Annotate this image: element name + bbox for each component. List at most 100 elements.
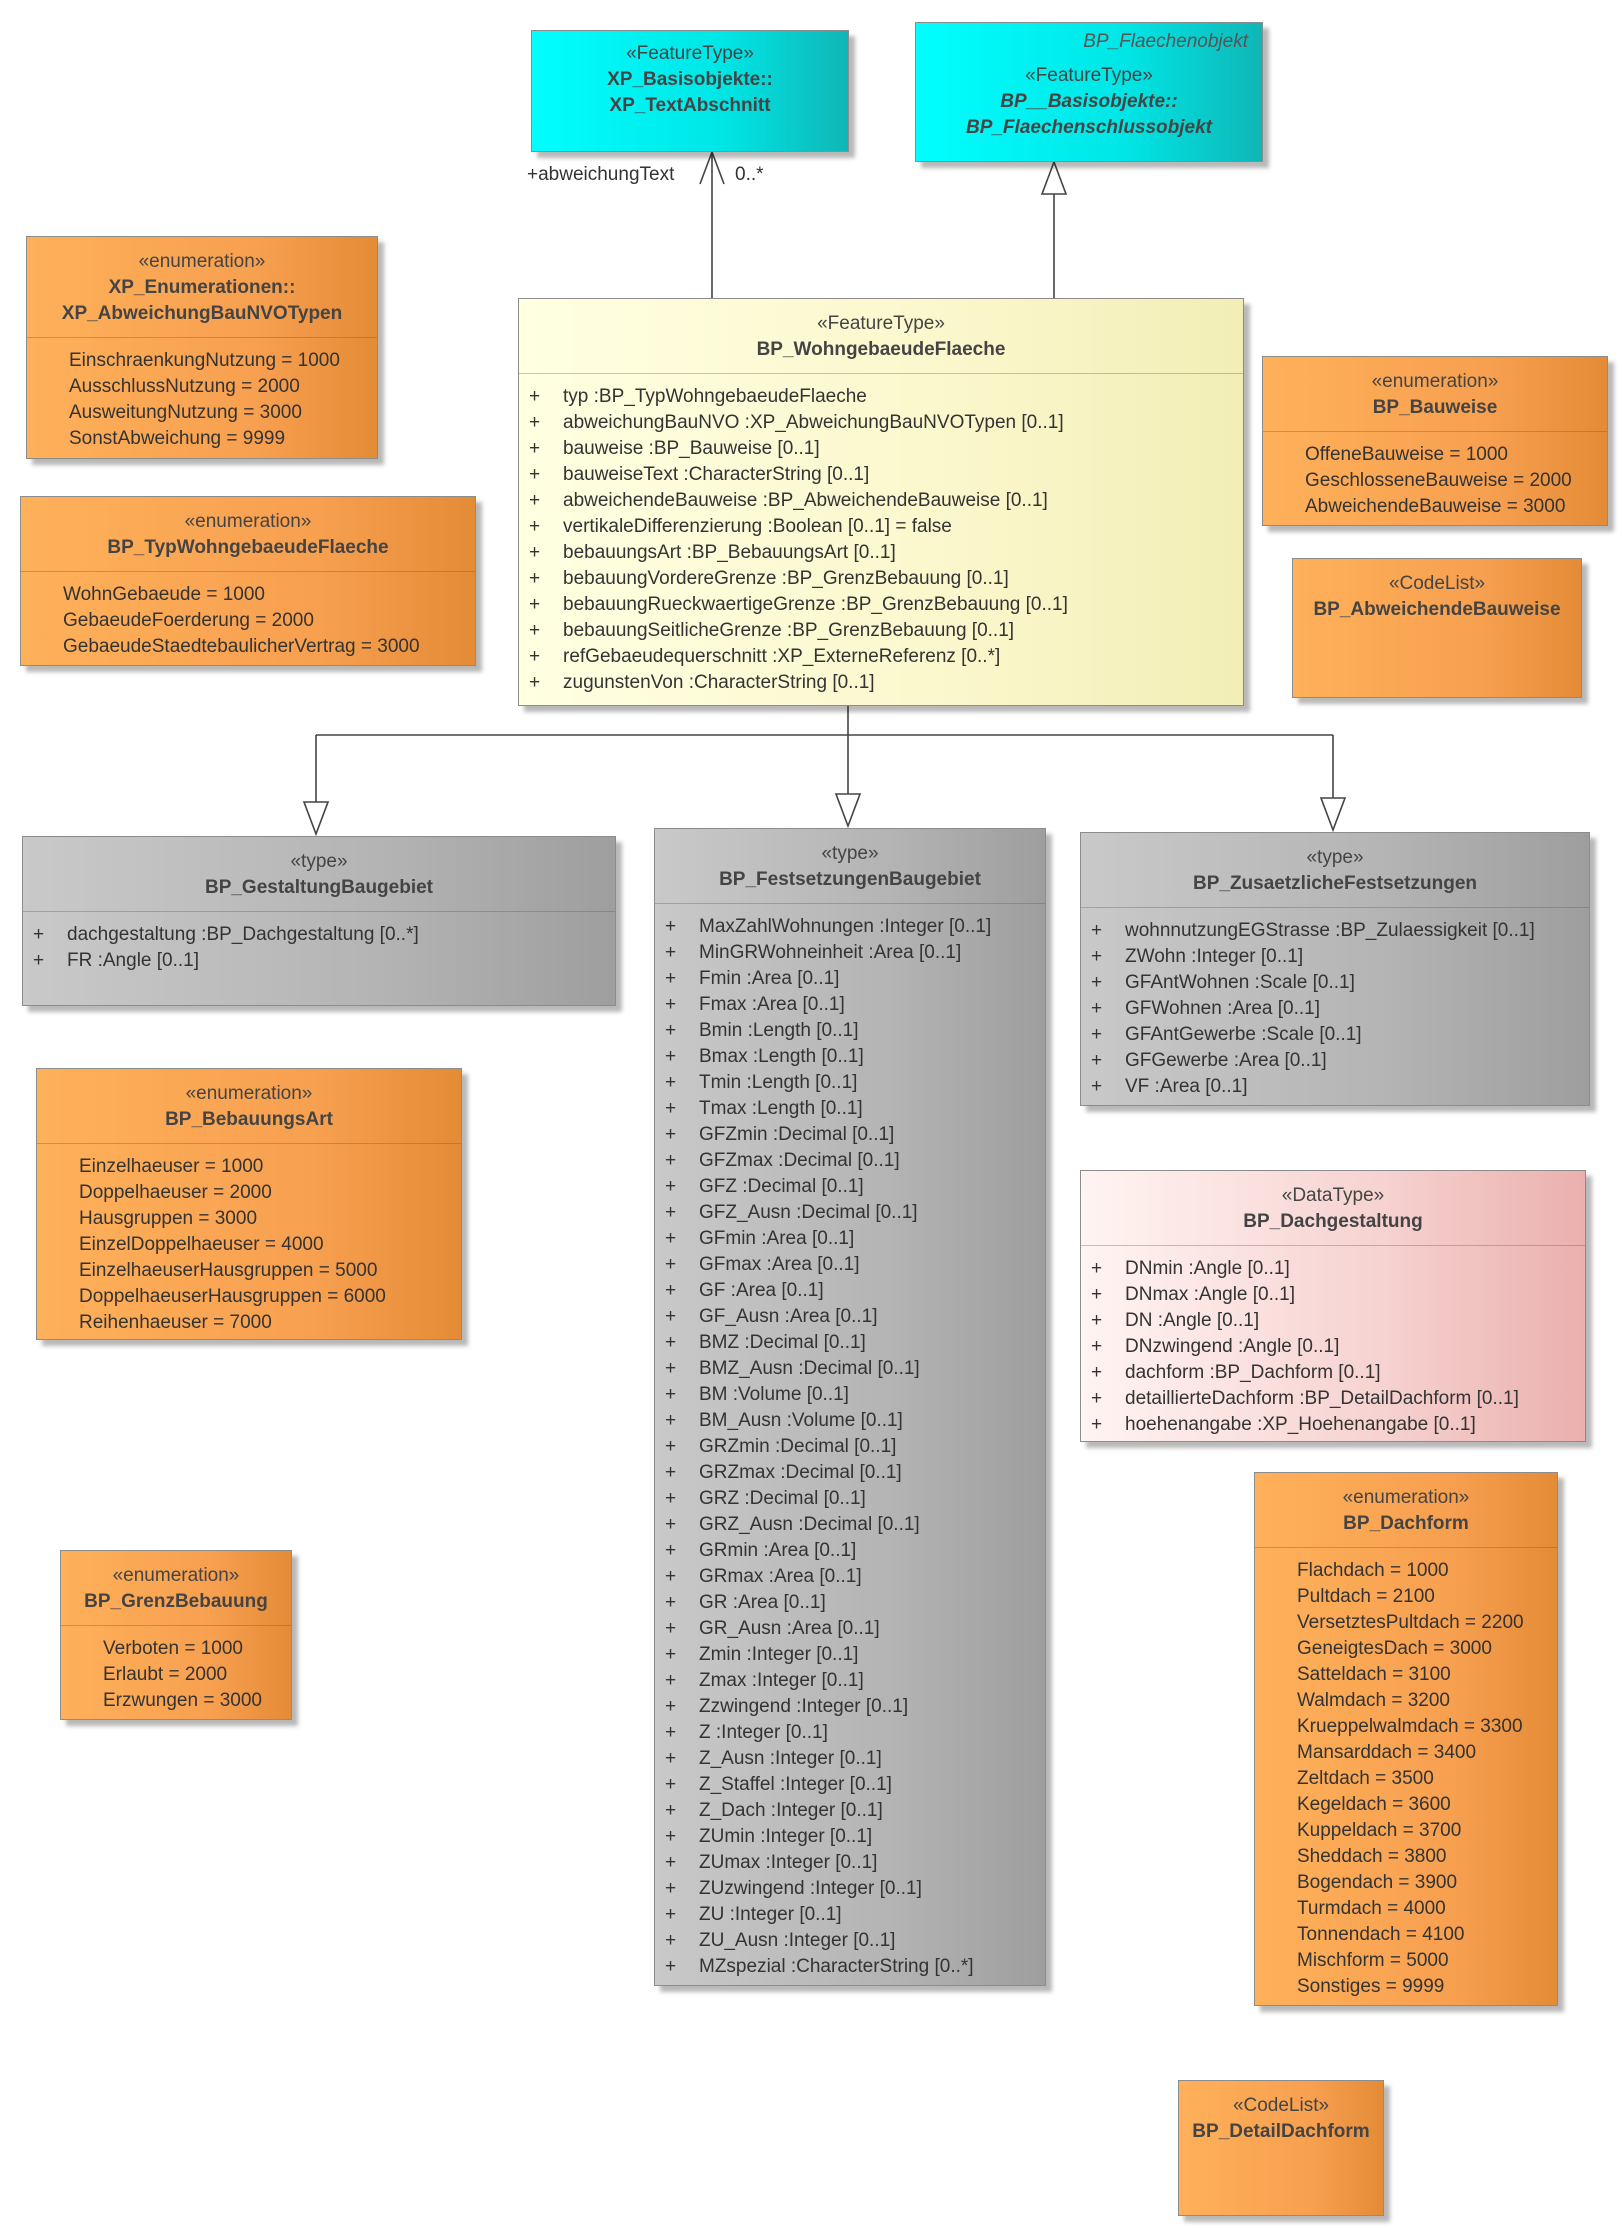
enum-literal: Walmdach = 3200 — [1297, 1690, 1450, 1711]
attribute-row: +hoehenangabe :XP_Hoehenangabe [0..1] — [1091, 1414, 1476, 1435]
enum-xp-abweichungbaunvotypen[interactable]: «enumeration» XP_Enumerationen:: XP_Abwe… — [26, 236, 378, 459]
attribute-row: +GRZ :Decimal [0..1] — [665, 1488, 866, 1509]
attribute-row: +GR_Ausn :Area [0..1] — [665, 1618, 880, 1639]
enum-literal: VersetztesPultdach = 2200 — [1297, 1612, 1524, 1633]
attribute-row: +GFAntGewerbe :Scale [0..1] — [1091, 1024, 1362, 1045]
attribute-row: +GFmin :Area [0..1] — [665, 1228, 855, 1249]
attribute-row: +DN :Angle [0..1] — [1091, 1310, 1260, 1331]
class-stereotype: «enumeration» — [185, 1083, 313, 1104]
class-stereotype: «FeatureType» — [626, 43, 754, 64]
attribute-row: +abweichungBauNVO :XP_AbweichungBauNVOTy… — [529, 412, 1064, 433]
class-name: BP_DetailDachform — [1192, 2121, 1370, 2142]
attribute-row: +GR :Area [0..1] — [665, 1592, 826, 1613]
class-name: BP_WohngebaeudeFlaeche — [756, 339, 1006, 360]
codelist-bp-detaildachform[interactable]: «CodeList» BP_DetailDachform — [1178, 2080, 1384, 2216]
class-name-package: XP_Enumerationen:: — [108, 277, 296, 298]
attribute-row: +bauweise :BP_Bauweise [0..1] — [529, 438, 820, 459]
attribute-row: +abweichendeBauweise :BP_AbweichendeBauw… — [529, 490, 1048, 511]
attribute-row: +dachform :BP_Dachform [0..1] — [1091, 1362, 1381, 1383]
class-stereotype: «enumeration» — [112, 1565, 240, 1586]
attribute-row: +GRZmax :Decimal [0..1] — [665, 1462, 902, 1483]
class-name: BP_GestaltungBaugebiet — [204, 877, 434, 898]
association-role-label: +abweichungText — [527, 164, 675, 185]
codelist-bp-abweichendebauweise[interactable]: «CodeList» BP_AbweichendeBauweise — [1292, 558, 1582, 698]
attribute-row: +BMZ_Ausn :Decimal [0..1] — [665, 1358, 920, 1379]
class-bp-flaechenschlussobjekt[interactable]: BP_Flaechenobjekt «FeatureType» BP__Basi… — [915, 22, 1263, 162]
class-stereotype: «enumeration» — [1342, 1487, 1470, 1508]
enum-literal: Tonnendach = 4100 — [1297, 1924, 1465, 1945]
class-stereotype: «enumeration» — [138, 251, 266, 272]
enum-literal: Erlaubt = 2000 — [103, 1664, 228, 1685]
attribute-row: +GRmax :Area [0..1] — [665, 1566, 862, 1587]
attribute-row: +ZU :Integer [0..1] — [665, 1904, 842, 1925]
attribute-row: +dachgestaltung :BP_Dachgestaltung [0..*… — [33, 924, 419, 945]
attribute-row: +VF :Area [0..1] — [1091, 1076, 1248, 1097]
type-bp-zusaetzlichefestsetzungen[interactable]: «type» BP_ZusaetzlicheFestsetzungen +woh… — [1080, 832, 1590, 1106]
enum-literal: Mansarddach = 3400 — [1297, 1742, 1477, 1763]
class-stereotype: «DataType» — [1281, 1185, 1385, 1206]
enum-bp-dachform[interactable]: «enumeration» BP_Dachform Flachdach = 10… — [1254, 1472, 1558, 2006]
enum-bp-bebauungsart[interactable]: «enumeration» BP_BebauungsArt Einzelhaeu… — [36, 1068, 462, 1340]
class-bp-wohngebaeudeflaeche[interactable]: «FeatureType» BP_WohngebaeudeFlaeche +ty… — [518, 298, 1244, 706]
attribute-row: +BM :Volume [0..1] — [665, 1384, 849, 1405]
attribute-row: +Z_Ausn :Integer [0..1] — [665, 1748, 882, 1769]
enum-literal: AbweichendeBauweise = 3000 — [1305, 496, 1566, 517]
attribute-row: +Fmin :Area [0..1] — [665, 968, 840, 989]
enum-literal: EinzelhaeuserHausgruppen = 5000 — [79, 1260, 378, 1281]
attribute-row: +detaillierteDachform :BP_DetailDachform… — [1091, 1388, 1519, 1409]
enum-bp-grenzbebauung[interactable]: «enumeration» BP_GrenzBebauung Verboten … — [60, 1550, 292, 1720]
enum-literal: EinschraenkungNutzung = 1000 — [69, 350, 340, 371]
enum-literal: Mischform = 5000 — [1297, 1950, 1449, 1971]
enum-literal: GebaeudeFoerderung = 2000 — [63, 610, 314, 631]
attribute-row: +GF :Area [0..1] — [665, 1280, 824, 1301]
attribute-row: +wohnnutzungEGStrasse :BP_Zulaessigkeit … — [1091, 920, 1535, 941]
class-xp-textabschnitt[interactable]: «FeatureType» XP_Basisobjekte:: XP_TextA… — [531, 30, 849, 152]
class-name: BP_GrenzBebauung — [84, 1591, 268, 1612]
attribute-row: +refGebaeudequerschnitt :XP_ExterneRefer… — [529, 646, 1001, 667]
attribute-row: +GFWohnen :Area [0..1] — [1091, 998, 1321, 1019]
class-stereotype: «FeatureType» — [817, 313, 945, 334]
enum-literal: WohnGebaeude = 1000 — [63, 584, 265, 605]
attribute-row: +ZUmin :Integer [0..1] — [665, 1826, 873, 1847]
attribute-row: +ZWohn :Integer [0..1] — [1091, 946, 1304, 967]
type-bp-gestaltungbaugebiet[interactable]: «type» BP_GestaltungBaugebiet +dachgesta… — [22, 836, 616, 1006]
attribute-row: +BMZ :Decimal [0..1] — [665, 1332, 866, 1353]
enum-bp-bauweise[interactable]: «enumeration» BP_Bauweise OffeneBauweise… — [1262, 356, 1608, 526]
enum-literal: Bogendach = 3900 — [1297, 1872, 1458, 1893]
class-stereotype: «FeatureType» — [1025, 65, 1153, 86]
attribute-row: +GRZmin :Decimal [0..1] — [665, 1436, 897, 1457]
class-name: BP_Dachform — [1343, 1513, 1469, 1534]
attribute-row: +MZspezial :CharacterString [0..*] — [665, 1956, 974, 1977]
datatype-bp-dachgestaltung[interactable]: «DataType» BP_Dachgestaltung +DNmin :Ang… — [1080, 1170, 1586, 1442]
parent-class-note: BP_Flaechenobjekt — [1083, 31, 1248, 52]
attribute-row: +Fmax :Area [0..1] — [665, 994, 845, 1015]
attribute-row: +Bmin :Length [0..1] — [665, 1020, 859, 1041]
attribute-row: +DNmax :Angle [0..1] — [1091, 1284, 1296, 1305]
enum-literal: Krueppelwalmdach = 3300 — [1297, 1716, 1523, 1737]
realization-arrowhead-gestaltung — [302, 801, 330, 837]
attribute-row: +GRZ_Ausn :Decimal [0..1] — [665, 1514, 920, 1535]
attribute-row: +ZUmax :Integer [0..1] — [665, 1852, 878, 1873]
attribute-row: +GRmin :Area [0..1] — [665, 1540, 857, 1561]
enum-literal: Kegeldach = 3600 — [1297, 1794, 1451, 1815]
attribute-row: +BM_Ausn :Volume [0..1] — [665, 1410, 903, 1431]
realization-arrowhead-festsetzungen — [834, 793, 862, 829]
enum-literal: Erzwungen = 3000 — [103, 1690, 262, 1711]
association-arrowhead — [699, 149, 725, 185]
attribute-row: +Zmax :Integer [0..1] — [665, 1670, 864, 1691]
type-bp-festsetzungenbaugebiet[interactable]: «type» BP_FestsetzungenBaugebiet +MaxZah… — [654, 828, 1046, 1986]
attribute-row: +DNmin :Angle [0..1] — [1091, 1258, 1290, 1279]
enum-literal: Sonstiges = 9999 — [1297, 1976, 1445, 1997]
attribute-row: +Z :Integer [0..1] — [665, 1722, 828, 1743]
attribute-row: +GFAntWohnen :Scale [0..1] — [1091, 972, 1355, 993]
class-name-package: XP_Basisobjekte:: — [607, 69, 773, 90]
class-name-package: BP__Basisobjekte:: — [1000, 91, 1178, 112]
enum-literal: Zeltdach = 3500 — [1297, 1768, 1434, 1789]
attribute-row: +GFmax :Area [0..1] — [665, 1254, 860, 1275]
class-stereotype: «enumeration» — [1371, 371, 1499, 392]
association-multiplicity-label: 0..* — [735, 164, 764, 185]
enum-bp-typwohngebaeudeflaeche[interactable]: «enumeration» BP_TypWohngebaeudeFlaeche … — [20, 496, 476, 666]
attribute-row: +vertikaleDifferenzierung :Boolean [0..1… — [529, 516, 952, 537]
class-stereotype: «type» — [1306, 847, 1364, 868]
